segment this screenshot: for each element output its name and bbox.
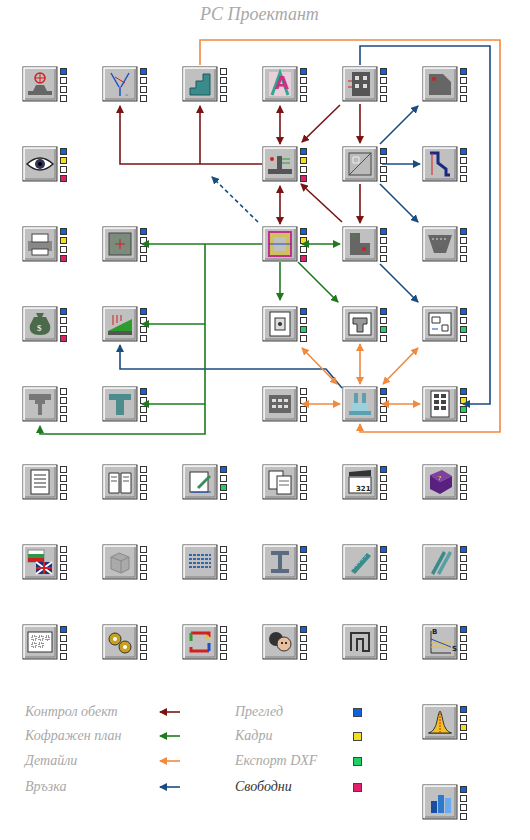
tool-icon <box>103 227 147 262</box>
tool-icon <box>263 465 307 500</box>
icon-label: S <box>452 646 457 653</box>
svg-text:~: ~ <box>125 92 129 98</box>
legend-text: Преглед <box>235 704 283 720</box>
legend-swatch <box>353 708 362 717</box>
tool-icon <box>423 625 467 660</box>
flow-arrow <box>359 104 361 143</box>
tool-icon <box>343 227 387 262</box>
flow-arrow <box>383 348 418 384</box>
tool-icon: ? <box>423 465 467 500</box>
tool-icon <box>183 67 227 102</box>
tool-icon <box>263 147 307 182</box>
flow-arrow <box>298 262 338 302</box>
legend-text: Свободни <box>235 779 292 795</box>
legend-swatch <box>353 783 362 792</box>
tool-icon <box>103 465 147 500</box>
tool-icon <box>343 387 387 422</box>
tool-icon <box>343 465 387 500</box>
tool-icon <box>343 67 387 102</box>
tool-icon <box>103 307 147 342</box>
tool-icon <box>343 307 387 342</box>
flow-arrow <box>200 40 500 432</box>
legend-text: Кофражен план <box>25 728 121 744</box>
tool-icon <box>263 625 307 660</box>
tool-icon <box>23 147 67 182</box>
tool-icon <box>263 387 307 422</box>
tool-icon <box>23 227 67 262</box>
flow-arrow <box>120 345 342 388</box>
tool-icon <box>183 625 227 660</box>
legend-swatch <box>353 757 362 766</box>
tool-icon <box>263 227 307 262</box>
flow-arrow <box>382 163 420 165</box>
tool-icon <box>23 625 67 660</box>
legend-text: Детайли <box>25 753 77 769</box>
tool-icon: $ <box>23 307 67 342</box>
flow-arrow <box>279 186 281 224</box>
flow-arrow <box>382 403 420 405</box>
flow-arrow <box>142 403 205 405</box>
tool-icon <box>23 465 67 500</box>
flow-arrow <box>301 184 342 222</box>
tool-icon <box>343 545 387 580</box>
tool-icon <box>343 625 387 660</box>
flow-arrow <box>279 262 281 300</box>
flow-arrow <box>360 46 490 404</box>
icon-label: A <box>275 74 289 92</box>
tool-icon <box>423 307 467 342</box>
tool-icon <box>183 465 227 500</box>
tool-icon <box>263 67 307 102</box>
tool-icon <box>423 545 467 580</box>
flow-arrow <box>279 106 281 144</box>
flow-arrow <box>380 184 418 222</box>
icon-label: B <box>432 629 437 636</box>
legend-text: Кадри <box>235 728 272 744</box>
svg-text:?: ? <box>438 474 441 482</box>
tool-icon <box>423 227 467 262</box>
tool-icon <box>23 387 67 422</box>
tool-icon <box>423 67 467 102</box>
flow-arrow <box>302 403 340 405</box>
svg-text:$: $ <box>37 323 42 333</box>
flow-arrow <box>380 264 418 302</box>
flow-arrow <box>359 184 361 223</box>
flow-arrow <box>142 243 262 245</box>
flow-arrow <box>359 344 361 384</box>
tool-icon <box>183 545 227 580</box>
legend-text: Връзка <box>25 779 66 795</box>
tool-icon <box>103 545 147 580</box>
tool-icon <box>103 387 147 422</box>
flow-arrow <box>302 105 340 142</box>
tool-icon <box>263 545 307 580</box>
legend-arrow <box>160 711 180 713</box>
tool-icon <box>103 625 147 660</box>
legend-arrow <box>160 760 180 762</box>
flow-arrow <box>380 106 418 144</box>
tool-icon <box>23 67 67 102</box>
tool-icon <box>23 545 67 580</box>
tool-icon <box>423 147 467 182</box>
tool-icon <box>263 307 307 342</box>
icon-label: 321 <box>356 486 371 493</box>
flow-arrow <box>40 244 205 434</box>
tool-icon: ~ <box>103 67 147 102</box>
flow-arrow <box>212 177 258 222</box>
tool-icon <box>343 147 387 182</box>
legend-arrow <box>160 735 180 737</box>
legend-text: Експорт DXF <box>235 753 317 769</box>
legend-arrow <box>160 786 180 788</box>
legend-swatch <box>353 732 362 741</box>
tool-icon <box>423 785 467 820</box>
flow-arrow <box>302 243 340 245</box>
flow-arrow <box>142 323 205 325</box>
flow-arrow <box>120 106 262 164</box>
legend-text: Контрол обект <box>25 704 118 720</box>
tool-icon <box>423 387 467 422</box>
tool-icon <box>423 705 467 740</box>
flow-arrow <box>302 348 337 384</box>
diagram-title: PC Проектант <box>200 4 319 25</box>
flow-arrow <box>199 106 201 164</box>
